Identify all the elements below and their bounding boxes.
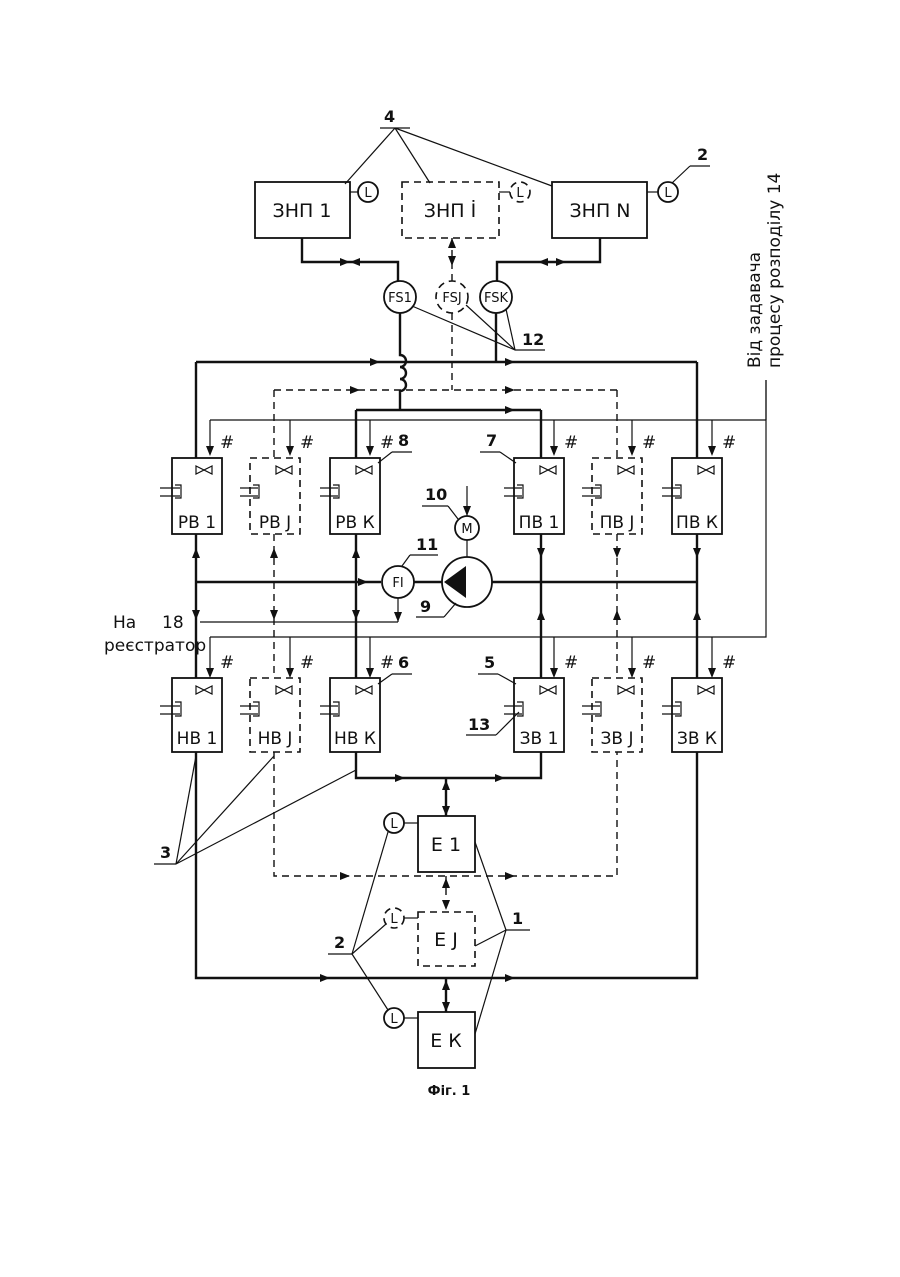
valve-label: ПВ 1 <box>519 513 560 533</box>
callout-1: 1 <box>475 842 530 1034</box>
flow-switches: FS1 FSJ FSK <box>384 281 512 313</box>
level-sensor-label: L <box>516 186 524 201</box>
callout-number: 11 <box>416 535 438 554</box>
callout-10: 10 <box>422 485 458 519</box>
side-note: Від задавача процесу розподілу 14 <box>745 173 785 368</box>
hash-mark: # <box>380 653 394 673</box>
tank-e1-label: Е 1 <box>431 834 461 856</box>
valve-rbj: РВ J # <box>240 430 314 534</box>
hash-mark: # <box>300 653 314 673</box>
flow-switch-label: FSK <box>484 291 509 306</box>
level-sensor-label: L <box>390 817 398 832</box>
tank-ej-label: Е J <box>434 929 458 951</box>
hash-mark: # <box>722 653 736 673</box>
hash-mark: # <box>380 433 394 453</box>
valve-label: ЗВ J <box>601 729 634 749</box>
callout-11: 11 <box>402 535 438 566</box>
callout-4: 4 <box>345 107 552 186</box>
hash-mark: # <box>642 433 656 453</box>
side-note-line1: Від задавача <box>745 252 765 368</box>
callout-number: 2 <box>697 145 708 164</box>
bottom-tanks: Е 1 Е J Е К L L L <box>384 813 475 1068</box>
callout-12: 12 <box>412 305 545 350</box>
top-tanks: ЗНП 1 ЗНП İ ЗНП N L L L <box>255 182 678 238</box>
valve-label: ПВ J <box>600 513 635 533</box>
hash-mark: # <box>642 653 656 673</box>
figure-caption: Фіг. 1 <box>428 1084 471 1099</box>
callout-number: 1 <box>512 909 523 928</box>
recorder-label: На реєстратор 18 <box>104 613 206 656</box>
valve-pbj: ПВ J # <box>582 430 656 534</box>
valve-label: НВ К <box>334 729 376 749</box>
lower-valves: НВ 1 # НВ J # НВ К # <box>160 637 736 752</box>
callout-number: 2 <box>334 933 345 952</box>
upper-valves: РВ 1 # РВ J # РВ К # <box>160 420 736 534</box>
top-pipes <box>302 238 600 282</box>
tank-ek-label: Е К <box>430 1030 462 1052</box>
valve-label: ПВ К <box>676 513 718 533</box>
valve-zbj: ЗВ J # <box>582 652 656 752</box>
callout-number: 13 <box>468 715 490 734</box>
valve-label: НВ 1 <box>177 729 218 749</box>
valve-label: ЗВ 1 <box>520 729 559 749</box>
callout-number: 9 <box>420 597 431 616</box>
level-sensor-label: L <box>390 1012 398 1027</box>
callout-2-bottom: 2 <box>328 832 388 1010</box>
hash-mark: # <box>564 433 578 453</box>
callout-3: 3 <box>154 756 356 864</box>
level-sensor-label: L <box>390 912 398 927</box>
level-sensor-label: L <box>364 186 372 201</box>
valve-label: ЗВ К <box>677 729 717 749</box>
callout-number: 4 <box>384 107 395 126</box>
valve-label: РВ 1 <box>178 513 216 533</box>
tank-znpi-label: ЗНП İ <box>424 199 476 222</box>
callout-7: 7 <box>480 431 516 463</box>
hash-mark: # <box>564 653 578 673</box>
hash-mark: # <box>300 433 314 453</box>
callout-number: 10 <box>425 485 447 504</box>
valve-label: РВ J <box>259 513 291 533</box>
side-note-line2: процесу розподілу 14 <box>765 173 785 368</box>
tank-znp1-label: ЗНП 1 <box>273 200 332 222</box>
callout-number: 18 <box>162 613 184 633</box>
callout-number: 8 <box>398 431 409 450</box>
recorder-line1: На <box>113 613 136 633</box>
callout-number: 3 <box>160 843 171 862</box>
motor-label: М <box>461 522 472 537</box>
hash-mark: # <box>220 653 234 673</box>
callout-number: 6 <box>398 653 409 672</box>
flow-switch-label: FS1 <box>388 291 412 306</box>
flow-meter-label: FI <box>392 576 403 591</box>
hash-mark: # <box>220 433 234 453</box>
valve-label: РВ К <box>335 513 374 533</box>
callout-number: 7 <box>486 431 497 450</box>
level-sensor-label: L <box>664 186 672 201</box>
upper-header-pipes <box>196 313 697 460</box>
callout-number: 5 <box>484 653 495 672</box>
callout-13: 13 <box>466 712 519 735</box>
recorder-line2: реєстратор <box>104 636 206 656</box>
valve-zbk: ЗВ К # <box>662 652 736 752</box>
valve-label: НВ J <box>258 729 293 749</box>
flow-switch-label: FSJ <box>442 291 461 306</box>
callout-5: 5 <box>478 653 516 684</box>
valve-hbj: НВ J # <box>240 652 314 752</box>
lower-pipes <box>196 752 697 1012</box>
tank-znpn-label: ЗНП N <box>569 200 630 222</box>
callout-number: 12 <box>522 330 544 349</box>
valve-pbk: ПВ К # <box>662 430 736 534</box>
callout-2-top: 2 <box>672 145 710 183</box>
hash-mark: # <box>722 433 736 453</box>
